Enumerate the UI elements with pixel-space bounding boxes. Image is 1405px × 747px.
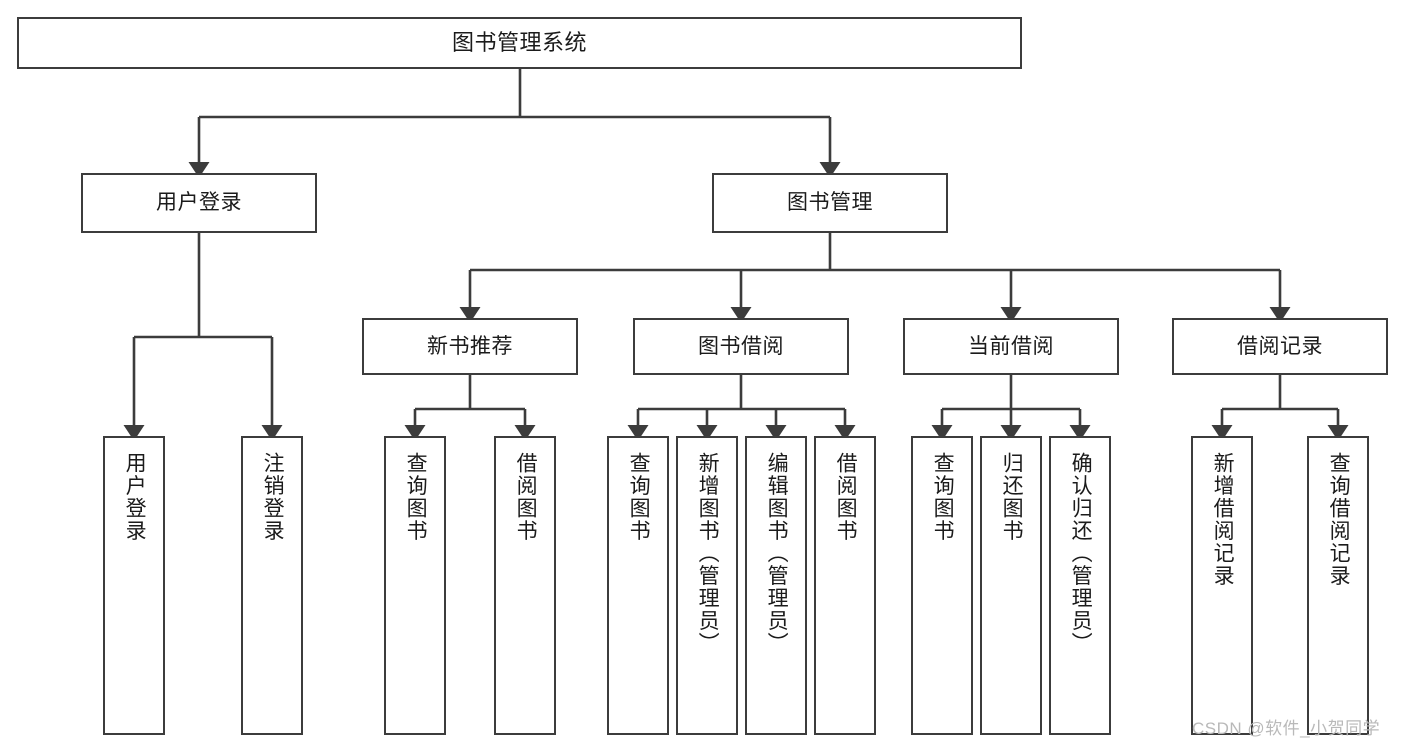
node-label: 新增借阅记录 [1211,452,1235,587]
node-label: 注销登录 [261,452,285,542]
node-label: 用户登录 [123,452,147,542]
node-label: 借阅图书 [514,452,538,542]
leaf-book-borrow-edit-admin[interactable]: 编辑图书（管理员） [745,436,807,735]
node-user-login[interactable]: 用户登录 [81,173,317,233]
leaf-book-borrow-add-admin[interactable]: 新增图书（管理员） [676,436,738,735]
leaf-new-book-borrow[interactable]: 借阅图书 [494,436,556,735]
node-book-management[interactable]: 图书管理 [712,173,948,233]
node-label: 确认归还（管理员） [1069,452,1093,655]
node-label: 借阅记录 [1237,334,1323,358]
leaf-record-query[interactable]: 查询借阅记录 [1307,436,1369,735]
leaf-record-add[interactable]: 新增借阅记录 [1191,436,1253,735]
leaf-book-borrow-query[interactable]: 查询图书 [607,436,669,735]
leaf-current-borrow-confirm-admin[interactable]: 确认归还（管理员） [1049,436,1111,735]
node-root-system[interactable]: 图书管理系统 [17,17,1022,69]
leaf-user-login-signin[interactable]: 用户登录 [103,436,165,735]
leaf-current-borrow-return[interactable]: 归还图书 [980,436,1042,735]
node-label: 新书推荐 [427,334,513,358]
leaf-user-login-signout[interactable]: 注销登录 [241,436,303,735]
leaf-book-borrow-borrow[interactable]: 借阅图书 [814,436,876,735]
node-book-borrowing[interactable]: 图书借阅 [633,318,849,375]
node-label: 借阅图书 [834,452,858,542]
node-label: 编辑图书（管理员） [765,452,789,655]
node-borrowing-records[interactable]: 借阅记录 [1172,318,1388,375]
leaf-new-book-query[interactable]: 查询图书 [384,436,446,735]
node-label: 图书管理系统 [451,29,587,55]
leaf-current-borrow-query[interactable]: 查询图书 [911,436,973,735]
node-label: 归还图书 [1000,452,1024,542]
node-label: 图书管理 [787,191,873,215]
csdn-watermark: CSDN @软件_小贺同学 [1192,719,1381,738]
node-label: 新增图书（管理员） [696,452,720,655]
node-label: 图书借阅 [698,334,784,358]
node-label: 查询图书 [627,452,651,542]
node-label: 用户登录 [156,191,242,215]
node-label: 查询借阅记录 [1327,452,1351,587]
node-label: 当前借阅 [968,334,1054,358]
node-label: 查询图书 [404,452,428,542]
node-current-borrowing[interactable]: 当前借阅 [903,318,1119,375]
node-label: 查询图书 [931,452,955,542]
node-new-book-recommendation[interactable]: 新书推荐 [362,318,578,375]
